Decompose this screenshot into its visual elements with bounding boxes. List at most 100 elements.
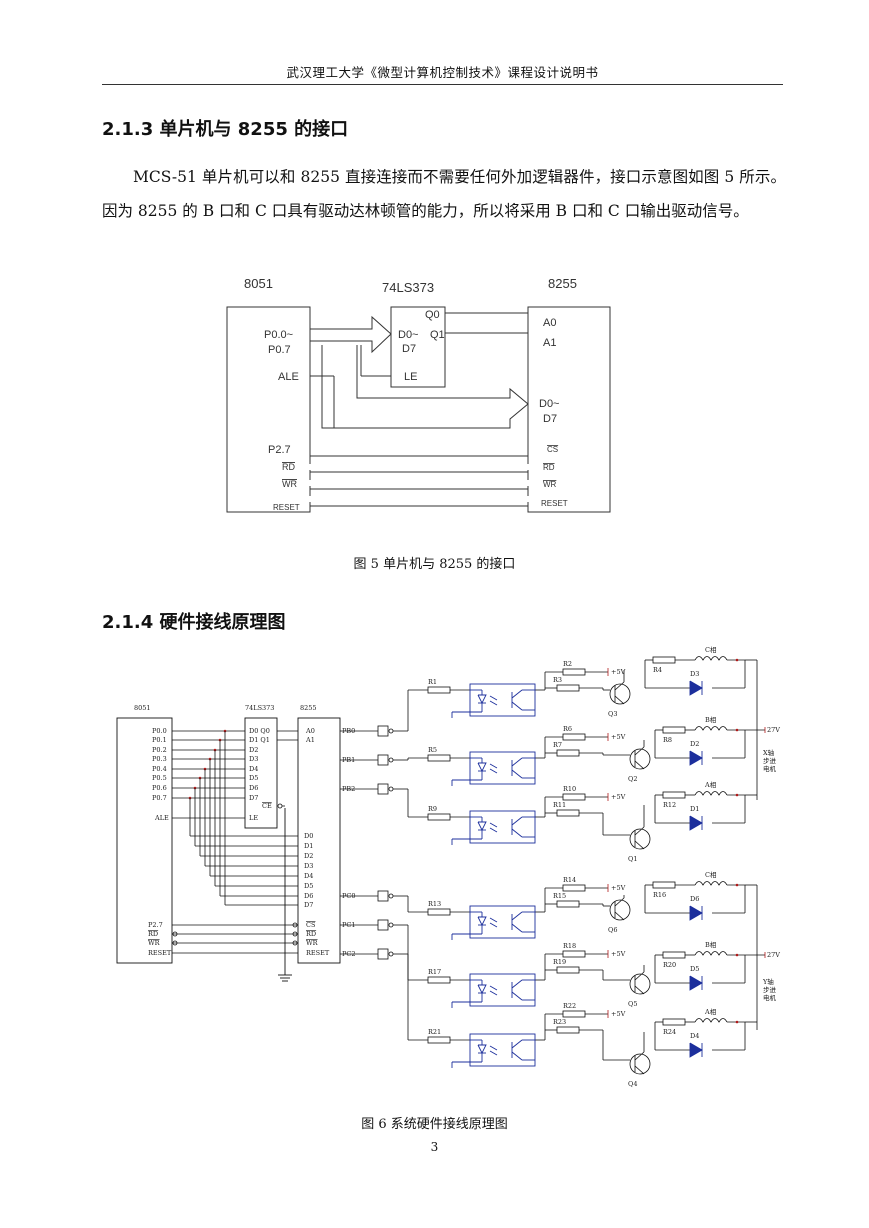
phase-label: A相	[704, 780, 717, 789]
buffer-bubble	[388, 951, 394, 957]
stepper-coil	[694, 656, 728, 661]
input-resistor-label: R21	[428, 1028, 441, 1036]
pullup-resistor	[562, 1010, 586, 1018]
input-resistor	[427, 754, 451, 762]
transistor-body	[609, 899, 631, 921]
stepper-coil	[694, 951, 728, 956]
vcc-label: +5V	[611, 950, 626, 958]
p0-pin-label: P0.5	[152, 774, 167, 782]
transistor-body	[629, 1053, 651, 1075]
input-resistor	[427, 908, 451, 916]
label-d0: D0~	[398, 329, 419, 341]
phase-label: C相	[705, 870, 717, 879]
coil-resistor-label: R24	[663, 1028, 676, 1036]
base-resistor	[556, 749, 580, 757]
data-pin-label: D0	[304, 832, 313, 840]
coil-junction	[735, 883, 739, 887]
optocoupler	[469, 973, 536, 1007]
input-resistor-label: R17	[428, 968, 441, 976]
base-resistor-label: R15	[553, 892, 566, 900]
pullup-resistor-label: R6	[563, 725, 572, 733]
pullup-resistor	[562, 950, 586, 958]
data-pin-label: D4	[304, 872, 313, 880]
transistor-label: Q3	[608, 710, 617, 718]
vcc-label: +5V	[611, 668, 626, 676]
diode-label: D4	[690, 1032, 699, 1040]
vcc-label: +5V	[611, 1010, 626, 1018]
label-reset: RESET	[273, 503, 300, 512]
stepper-coil	[694, 1018, 728, 1023]
motor-y-label: 步进	[763, 986, 777, 994]
label-d7: D7	[402, 343, 416, 355]
coil-resistor	[662, 791, 686, 799]
transistor-label: Q1	[628, 855, 637, 863]
transistor-body	[629, 973, 651, 995]
base-resistor-label: R3	[553, 676, 562, 684]
transistor-label: Q5	[628, 1000, 637, 1008]
buffer-bubble	[388, 786, 394, 792]
phase-label: A相	[704, 1007, 717, 1016]
pullup-resistor	[562, 793, 586, 801]
coil-resistor	[662, 726, 686, 734]
label-pd0: D0~	[539, 398, 560, 410]
diode-label: D5	[690, 965, 699, 973]
coil-junction	[735, 658, 739, 662]
pullup-resistor	[562, 733, 586, 741]
vcc-label: +5V	[611, 733, 626, 741]
label-p0b: P0.7	[268, 344, 291, 356]
transistor-label: Q2	[628, 775, 637, 783]
coil-resistor	[662, 951, 686, 959]
label-74ls373: 74LS373	[382, 280, 434, 295]
transistor-body	[629, 828, 651, 850]
label-cs: CS	[547, 445, 558, 454]
figure-5-diagram: 8051 74LS373 8255 P0.0~ P0.7 ALE P2.7 RD…	[226, 276, 611, 513]
buffer-gate	[377, 948, 389, 960]
vcc-label: +5V	[611, 793, 626, 801]
buffer-gate	[377, 725, 389, 737]
running-header: 武汉理工大学《微型计算机控制技术》课程设计说明书	[286, 65, 599, 80]
figure-5-caption: 图 5 单片机与 8255 的接口	[353, 557, 516, 572]
transistor-body	[629, 748, 651, 770]
pullup-resistor-label: R18	[563, 942, 576, 950]
latch-pin-label: D1 Q1	[249, 736, 270, 744]
transistor-label: Q6	[608, 926, 617, 934]
coil-resistor-label: R16	[653, 891, 666, 899]
optocoupler	[469, 683, 536, 717]
latch-pin-label: D3	[249, 755, 258, 763]
pin-ce: CE	[262, 802, 272, 810]
label-8051: 8051	[244, 276, 273, 291]
latch-pin-label: D7	[249, 794, 258, 802]
input-resistor-label: R5	[428, 746, 437, 754]
optocoupler	[469, 1033, 536, 1067]
transistor-label: Q4	[628, 1080, 637, 1088]
port-label: PC0	[342, 892, 355, 900]
label-ale: ALE	[278, 371, 299, 383]
latch-pin-label: D6	[249, 784, 258, 792]
pullup-resistor	[562, 668, 586, 676]
stepper-coil	[694, 726, 728, 731]
coil-junction	[735, 728, 739, 732]
pullup-resistor-label: R10	[563, 785, 576, 793]
label-rd: RD	[282, 462, 295, 472]
motor-y-label: Y轴	[762, 977, 774, 986]
data-pin-label: D7	[304, 901, 313, 909]
chip-label-8255: 8255	[300, 704, 317, 712]
coil-resistor-label: R12	[663, 801, 676, 809]
base-resistor-label: R19	[553, 958, 566, 966]
coil-junction	[735, 953, 739, 957]
opto-led	[477, 694, 487, 705]
pin-le: LE	[249, 814, 258, 822]
port-label: PC1	[342, 921, 355, 929]
motor-x-label: 电机	[763, 764, 777, 773]
data-pin-label: D5	[304, 882, 313, 890]
ctrl-8255-label: CS	[306, 921, 315, 929]
coil-resistor-label: R8	[663, 736, 672, 744]
pin-a0: A0	[305, 727, 315, 735]
ctrl-bubble	[292, 922, 298, 928]
phase-label: C相	[705, 645, 717, 654]
p0-pin-label: P0.4	[152, 765, 167, 773]
pullup-resistor-label: R14	[563, 876, 576, 884]
pin-a1: A1	[305, 736, 315, 744]
p0-pin-label: P0.1	[152, 736, 167, 744]
diode-label: D3	[690, 670, 699, 678]
